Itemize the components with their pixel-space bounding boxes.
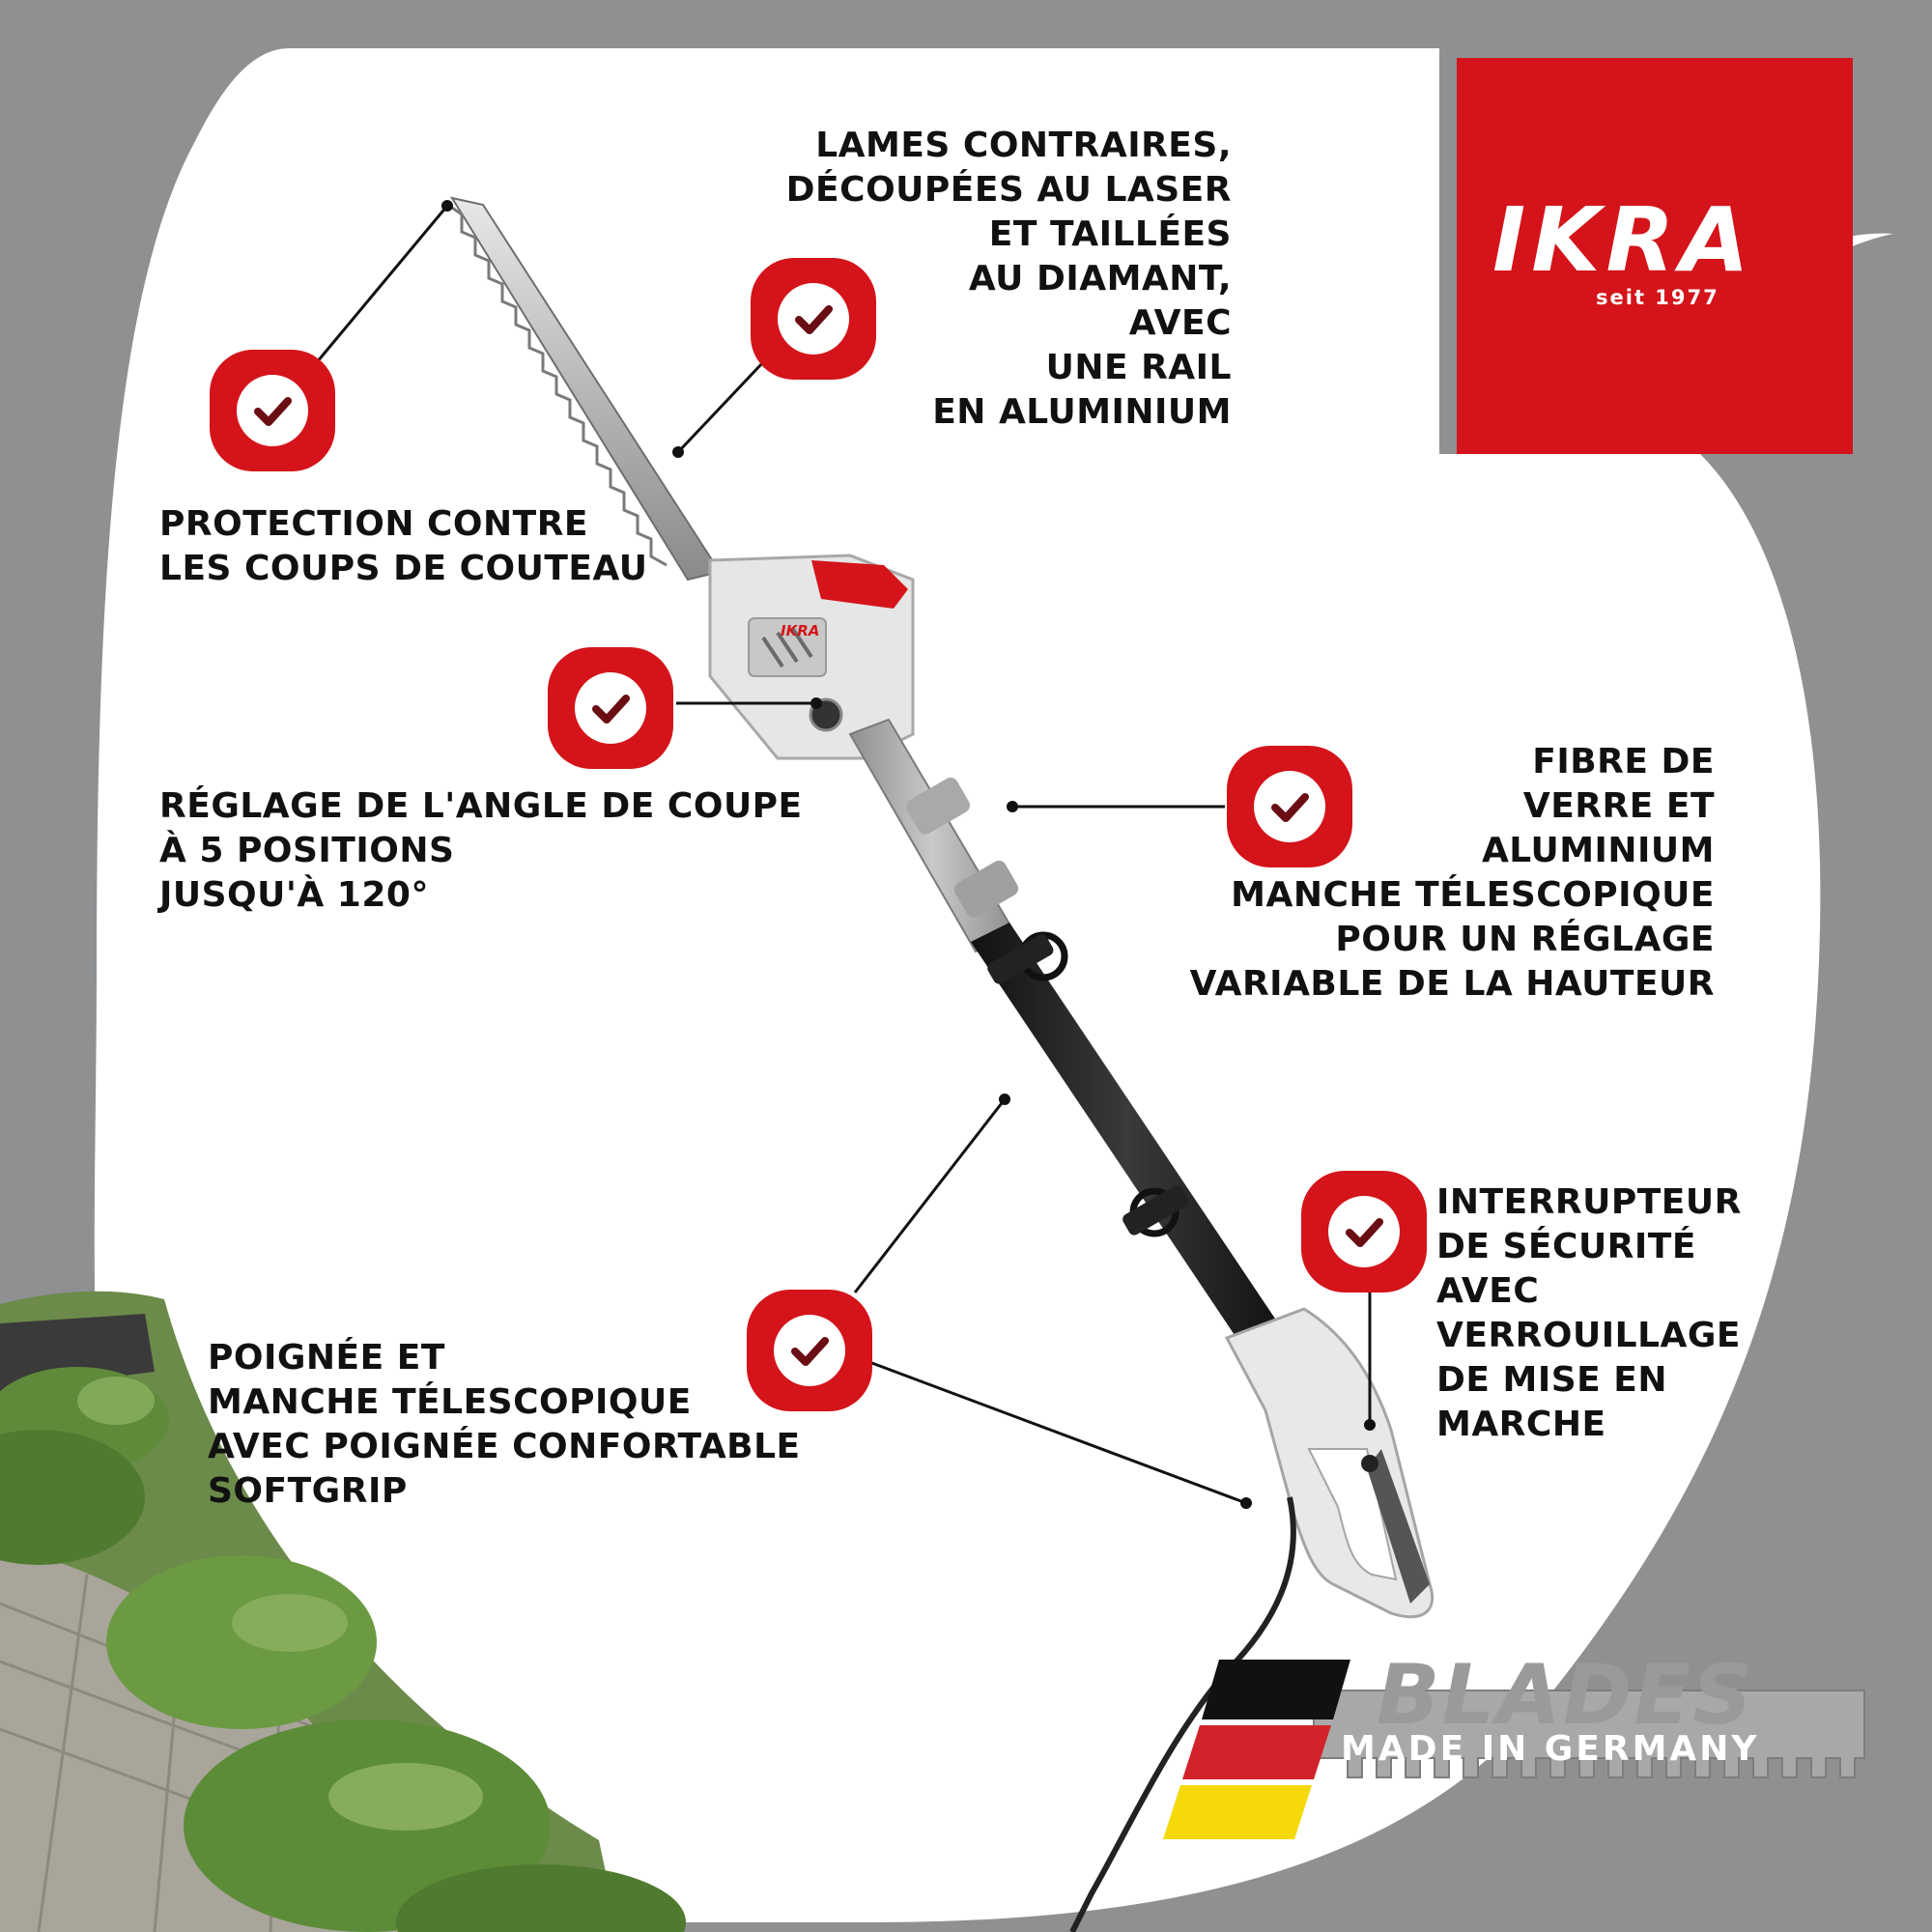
leader-lines — [315, 205, 1372, 1505]
flag-black-stripe — [1202, 1660, 1350, 1719]
check-circle-icon — [1301, 1171, 1427, 1293]
feature-angle-adjust: RÉGLAGE DE L'ANGLE DE COUPE À 5 POSITION… — [159, 786, 803, 915]
black-shaft — [971, 923, 1285, 1352]
check-circle-icon — [548, 647, 673, 769]
made-in-germany-text: MADE IN GERMANY — [1341, 1729, 1760, 1769]
flag-gold-stripe — [1163, 1785, 1312, 1839]
motor-brand-label: IKRA — [781, 622, 819, 639]
garden-photo — [0, 1291, 686, 1932]
made-in-germany-badge — [1163, 1660, 1865, 1839]
brand-logo-box — [1457, 58, 1853, 454]
leader-dots — [441, 200, 1376, 1509]
brand-logo-text: IKRA — [1492, 188, 1755, 292]
feature-softgrip-handle: POIGNÉE ET MANCHE TÉLESCOPIQUE AVEC POIG… — [208, 1338, 801, 1511]
flag-red-stripe — [1182, 1725, 1331, 1779]
check-circle-icon — [747, 1290, 872, 1411]
check-circle-icon — [751, 258, 876, 380]
brand-since-text: seit 1977 — [1596, 286, 1719, 309]
check-circle-icon — [210, 350, 335, 471]
feature-safety-switch: INTERRUPTEUR DE SÉCURITÉ AVEC VERROUILLA… — [1436, 1182, 1742, 1444]
feature-blade-protection: PROTECTION CONTRE LES COUPS DE COUTEAU — [159, 504, 648, 588]
check-circle-icon — [1227, 746, 1352, 867]
blades-badge-title: BLADES — [1377, 1647, 1754, 1744]
feature-telescopic-shaft: FIBRE DE VERRE ET ALUMINIUM MANCHE TÉLES… — [1189, 742, 1715, 1004]
feature-laser-blades: LAMES CONTRAIRES, DÉCOUPÉES AU LASER ET … — [785, 126, 1232, 432]
rear-handle — [1224, 1307, 1435, 1619]
